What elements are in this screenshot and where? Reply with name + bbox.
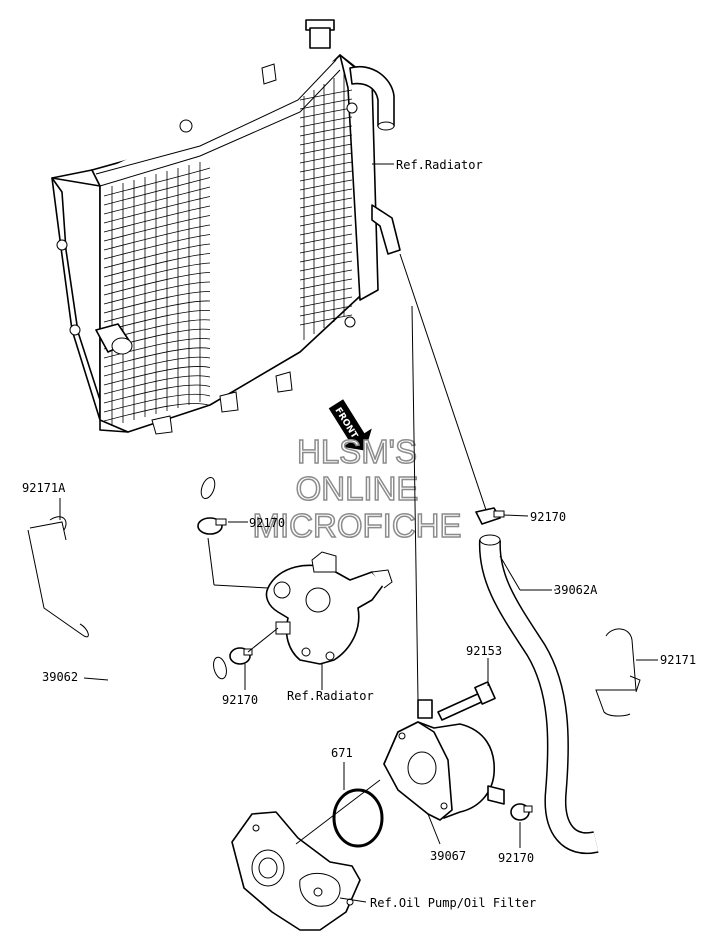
label-92170-mid-left: 92170	[222, 693, 258, 707]
label-39062A: 39062A	[554, 583, 598, 597]
oil-pump-housing	[231, 811, 361, 931]
hose-39062	[96, 476, 227, 700]
label-ref-radiator-mid: Ref.Radiator	[287, 689, 374, 703]
clamp-92170-lower-right	[510, 803, 533, 821]
label-92170-upper-right: 92170	[530, 510, 566, 524]
part-labels: Ref.Radiator Ref.Radiator Ref.Oil Pump/O…	[22, 158, 696, 910]
label-39062: 39062	[42, 670, 78, 684]
label-39067: 39067	[430, 849, 466, 863]
clamp-92170-mid-left	[229, 647, 253, 665]
label-92170-upper-left: 92170	[249, 516, 285, 530]
leader-lines	[59, 163, 658, 903]
label-92170-lower-right: 92170	[498, 851, 534, 865]
clamp-92170-upper-left	[197, 517, 227, 535]
water-pump	[265, 551, 393, 665]
clamp-92171A	[27, 516, 89, 638]
label-ref-oil-pump: Ref.Oil Pump/Oil Filter	[370, 896, 536, 910]
label-92171A: 92171A	[22, 481, 66, 495]
o-ring-671	[332, 788, 384, 848]
watermark-line2: ONLINE	[296, 470, 419, 507]
watermark-line3: MICROFICHE	[253, 507, 462, 544]
watermark-line1: HLSM'S	[297, 433, 417, 470]
oil-cooler-39067	[383, 699, 505, 821]
bolt-92153	[437, 681, 496, 721]
clamp-92171	[595, 628, 641, 717]
label-92171: 92171	[660, 653, 696, 667]
label-92153: 92153	[466, 644, 502, 658]
hose-39062A	[478, 534, 599, 855]
clamp-92170-upper-right	[475, 507, 505, 525]
label-ref-radiator-top: Ref.Radiator	[396, 158, 483, 172]
watermark: HLSM'S ONLINE MICROFICHE	[252, 432, 463, 545]
radiator	[51, 19, 401, 435]
label-671: 671	[331, 746, 353, 760]
radiator-core-fins	[103, 72, 353, 426]
